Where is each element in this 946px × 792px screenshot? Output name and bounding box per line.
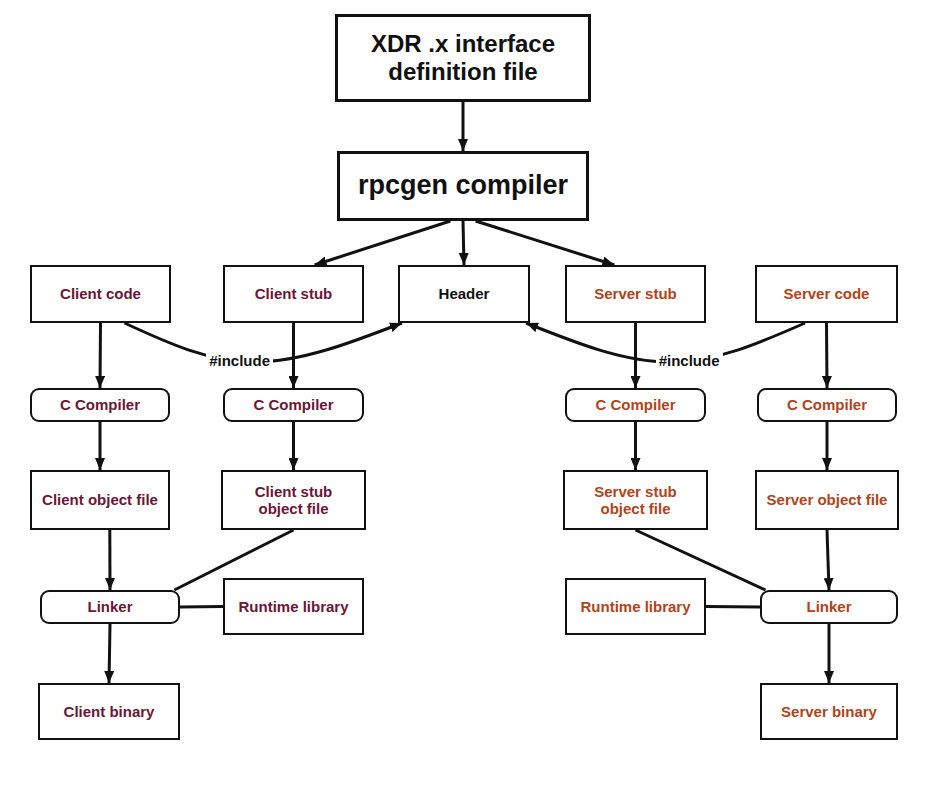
flow-arrow (634, 422, 637, 470)
compiler-box: rpcgen compiler (337, 151, 589, 221)
box-label: Server code (784, 285, 870, 302)
box-label: Client stub object file (231, 483, 356, 518)
flow-arrow (634, 323, 637, 388)
flow-arrow (825, 323, 829, 388)
edge-label: #include (656, 353, 723, 370)
flow-arrow (292, 323, 295, 388)
flow-arrow (462, 102, 465, 151)
compiler-box: C Compiler (565, 388, 706, 422)
box-label: Header (439, 285, 490, 302)
box-label: Client binary (64, 703, 155, 720)
box-label: XDR .x interface definition file (346, 30, 580, 85)
library-box: Runtime library (565, 578, 706, 635)
box-label: Linker (806, 598, 851, 615)
flow-arrow (706, 605, 760, 609)
source-file-box: XDR .x interface definition file (335, 14, 591, 102)
flow-arrow (827, 530, 829, 590)
generated-box: Server stub (565, 265, 706, 323)
box-label: C Compiler (787, 396, 867, 413)
linker-box: Linker (40, 590, 180, 624)
flow-arrow (828, 624, 831, 683)
object-file-box: Server stub object file (563, 470, 708, 530)
box-label: Server object file (767, 491, 888, 508)
box-label: Server stub object file (573, 483, 698, 518)
binary-box: Client binary (38, 683, 180, 740)
binary-box: Server binary (760, 683, 898, 740)
compiler-box: C Compiler (757, 388, 897, 422)
flow-arrow (109, 624, 110, 683)
object-file-box: Server object file (755, 470, 899, 530)
box-label: Server binary (781, 703, 877, 720)
box-label: C Compiler (253, 396, 333, 413)
object-file-box: Client object file (30, 470, 170, 530)
flow-arrow (99, 323, 103, 388)
box-label: rpcgen compiler (358, 170, 568, 201)
linker-box: Linker (760, 590, 898, 624)
flow-arrow (292, 422, 295, 470)
box-label: Client code (60, 285, 141, 302)
library-box: Runtime library (223, 578, 364, 635)
flow-arrow (108, 530, 111, 590)
box-label: Runtime library (238, 598, 348, 615)
flow-arrow (463, 221, 464, 265)
compiler-box: C Compiler (30, 388, 170, 422)
object-file-box: Client stub object file (221, 470, 366, 530)
box-label: Linker (87, 598, 132, 615)
box-label: C Compiler (60, 396, 140, 413)
box-label: Client stub (255, 285, 333, 302)
box-label: Server stub (594, 285, 677, 302)
source-box: Server code (755, 265, 898, 323)
generated-box: Client stub (223, 265, 364, 323)
box-label: Client object file (42, 491, 158, 508)
flow-arrow (99, 422, 102, 470)
box-label: Runtime library (580, 598, 690, 615)
edge-label: #include (206, 353, 273, 370)
source-box: Client code (30, 265, 171, 323)
generated-box: Header (398, 265, 530, 323)
flow-arrow (476, 221, 615, 265)
flow-arrow (315, 221, 451, 265)
compiler-box: C Compiler (223, 388, 364, 422)
flow-arrow (180, 605, 223, 609)
box-label: C Compiler (595, 396, 675, 413)
flow-arrow (826, 422, 829, 470)
